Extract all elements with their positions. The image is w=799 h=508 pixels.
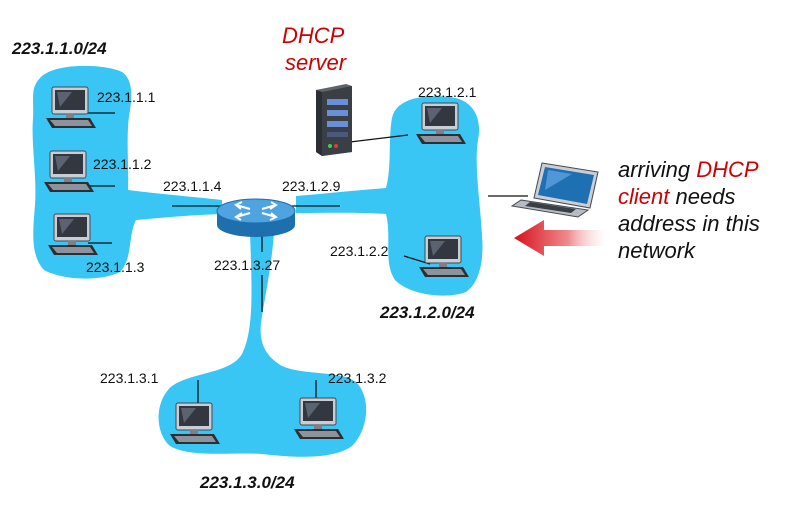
desktop-computer-icon <box>169 402 221 445</box>
caption-word-client: client <box>618 184 670 209</box>
desktop-computer-icon <box>47 213 99 256</box>
caption-word-dhcp: DHCP <box>696 157 759 182</box>
router-interface-label: 223.1.1.4 <box>163 178 222 194</box>
caption-word-needs: needs <box>675 184 735 209</box>
caption-word-arriving: arriving <box>618 157 691 182</box>
arrow-icon <box>514 220 612 256</box>
dhcp-server-label-line1: DHCP <box>282 23 345 48</box>
desktop-computer-icon <box>43 150 95 193</box>
caption-line3: address in this <box>618 211 760 236</box>
subnet-label: 223.1.3.0/24 <box>199 473 295 492</box>
dhcp-server-label-line2: server <box>285 50 348 75</box>
link-wires <box>80 112 528 406</box>
host-address-label: 223.1.1.1 <box>97 89 156 105</box>
laptop-icon <box>510 162 599 218</box>
caption-line2: client needs <box>618 184 735 209</box>
subnet-label: 223.1.2.0/24 <box>379 303 475 322</box>
router-interface-label: 223.1.2.9 <box>282 178 341 194</box>
router-icon <box>216 198 296 237</box>
router-interface-label: 223.1.3.27 <box>214 257 280 273</box>
caption-line4: network <box>618 238 696 263</box>
caption-line1: arriving DHCP <box>618 157 759 182</box>
host-address-label: 223.1.2.1 <box>418 84 477 100</box>
server-tower-icon <box>316 84 352 156</box>
host-address-label: 223.1.1.2 <box>93 156 152 172</box>
desktop-computer-icon <box>418 235 470 278</box>
host-address-label: 223.1.3.1 <box>100 370 159 386</box>
desktop-computer-icon <box>45 86 97 129</box>
subnet-label: 223.1.1.0/24 <box>11 39 107 58</box>
desktop-computer-icon <box>415 102 467 145</box>
host-address-label: 223.1.2.2 <box>330 243 389 259</box>
desktop-computer-icon <box>293 397 345 440</box>
host-address-label: 223.1.1.3 <box>86 259 145 275</box>
host-address-label: 223.1.3.2 <box>328 370 387 386</box>
